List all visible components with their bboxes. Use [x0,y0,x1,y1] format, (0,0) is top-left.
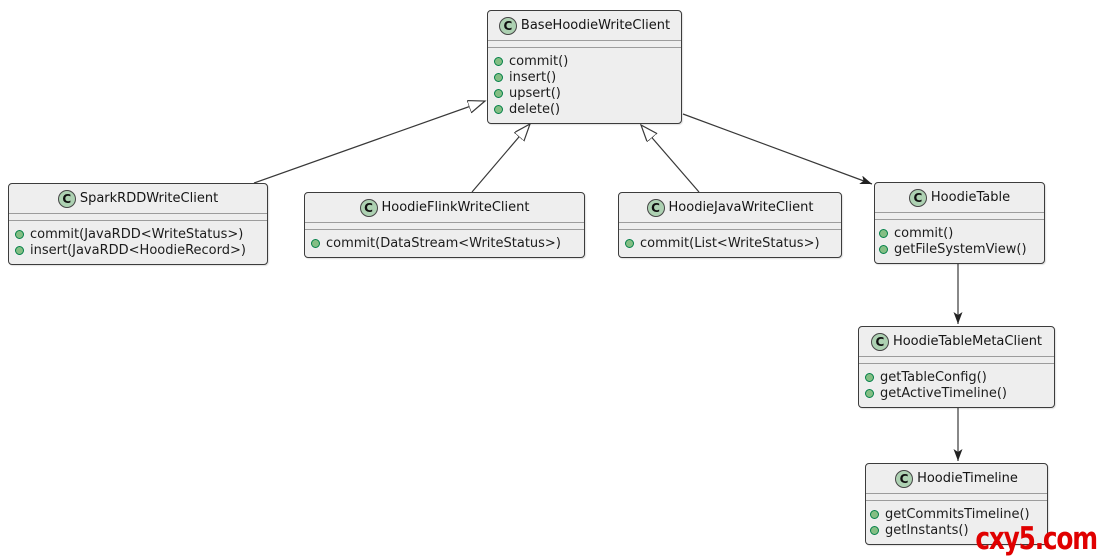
method-item: delete() [493,101,676,117]
class-name: HoodieTableMetaClient [892,334,1043,349]
class-name: HoodieJavaWriteClient [668,200,814,215]
method-item: commit(DataStream<WriteStatus>) [310,235,579,251]
class-c-icon: C [908,188,927,207]
class-c-icon: C [870,332,889,351]
method-bullet-icon [879,244,888,254]
method-bullet-icon [494,88,503,98]
class-name: HoodieTimeline [917,471,1018,486]
class-box-hoodieflinkwriteclient: C HoodieFlinkWriteClient commit(DataStre… [304,192,585,258]
class-c-icon: C [359,198,378,217]
methods-compartment: commit(List<WriteStatus>) [619,230,841,257]
class-header: C HoodieJavaWriteClient [619,193,841,222]
method-label: getFileSystemView() [894,241,1027,257]
method-item: getCommitsTimeline() [869,506,1045,522]
method-bullet-icon [15,245,24,255]
class-box-sparkrddwriteclient: C SparkRDDWriteClient commit(JavaRDD<Wri… [8,183,268,265]
class-box-hoodietablemetaclient: C HoodieTableMetaClient getTableConfig()… [858,326,1055,408]
method-bullet-icon [311,238,320,248]
method-label: upsert() [509,85,561,101]
method-item: getInstants() [869,522,1045,538]
class-box-hoodiejavawriteclient: C HoodieJavaWriteClient commit(List<Writ… [618,192,842,258]
method-label: insert(JavaRDD<HoodieRecord>) [30,242,246,258]
class-box-hoodietable: C HoodieTable commit() getFileSystemView… [874,182,1045,264]
method-bullet-icon [865,388,874,398]
method-label: commit() [894,225,954,241]
class-c-icon: C [895,469,914,488]
method-item: getActiveTimeline() [864,385,1049,401]
attributes-compartment [619,222,841,230]
method-label: getCommitsTimeline() [885,506,1030,522]
method-label: commit(JavaRDD<WriteStatus>) [30,226,244,242]
class-header: C HoodieTable [875,183,1044,212]
class-box-basehoodiewriteclient: C BaseHoodieWriteClient commit() insert(… [487,10,682,124]
method-label: getTableConfig() [880,369,987,385]
method-item: getTableConfig() [864,369,1049,385]
extends-arrow-spark-to-base [253,101,485,184]
method-bullet-icon [15,229,24,239]
method-bullet-icon [494,104,503,114]
method-item: insert() [493,69,676,85]
methods-compartment: getTableConfig() getActiveTimeline() [859,364,1054,407]
method-label: getInstants() [885,522,969,538]
method-item: commit() [878,225,1042,241]
extends-arrow-java-to-base [641,125,700,193]
methods-compartment: commit(JavaRDD<WriteStatus>) insert(Java… [9,221,267,264]
class-header: C HoodieTableMetaClient [859,327,1054,356]
method-item: getFileSystemView() [878,241,1042,257]
attributes-compartment [866,493,1047,501]
attributes-compartment [875,212,1044,220]
class-header: C BaseHoodieWriteClient [488,11,681,40]
class-c-icon: C [498,16,517,35]
attributes-compartment [9,213,267,221]
class-c-icon: C [646,198,665,217]
methods-compartment: getCommitsTimeline() getInstants() [866,501,1047,544]
class-name: BaseHoodieWriteClient [520,18,671,33]
method-bullet-icon [494,56,503,66]
class-box-hoodietimeline: C HoodieTimeline getCommitsTimeline() ge… [865,463,1048,545]
method-item: commit(JavaRDD<WriteStatus>) [14,226,262,242]
method-label: insert() [509,69,557,85]
class-header: C SparkRDDWriteClient [9,184,267,213]
class-name: SparkRDDWriteClient [79,191,219,206]
method-label: getActiveTimeline() [880,385,1007,401]
method-item: insert(JavaRDD<HoodieRecord>) [14,242,262,258]
method-label: commit() [509,53,569,69]
class-name: HoodieTable [930,190,1011,205]
method-label: delete() [509,101,561,117]
method-bullet-icon [865,372,874,382]
class-name: HoodieFlinkWriteClient [381,200,530,215]
attributes-compartment [859,356,1054,364]
attributes-compartment [305,222,584,230]
method-bullet-icon [625,238,634,248]
method-bullet-icon [494,72,503,82]
association-arrow-base-to-table [682,113,873,185]
method-item: commit(List<WriteStatus>) [624,235,836,251]
method-bullet-icon [879,228,888,238]
extends-arrow-flink-to-base [471,124,530,193]
methods-compartment: commit(DataStream<WriteStatus>) [305,230,584,257]
methods-compartment: commit() getFileSystemView() [875,220,1044,263]
method-bullet-icon [870,509,879,519]
method-label: commit(DataStream<WriteStatus>) [326,235,561,251]
class-header: C HoodieFlinkWriteClient [305,193,584,222]
attributes-compartment [488,40,681,48]
method-bullet-icon [870,525,879,535]
watermark-text: cxy5.com [975,521,1098,557]
method-item: upsert() [493,85,676,101]
method-item: commit() [493,53,676,69]
methods-compartment: commit() insert() upsert() delete() [488,48,681,123]
class-c-icon: C [57,189,76,208]
method-label: commit(List<WriteStatus>) [640,235,820,251]
class-header: C HoodieTimeline [866,464,1047,493]
